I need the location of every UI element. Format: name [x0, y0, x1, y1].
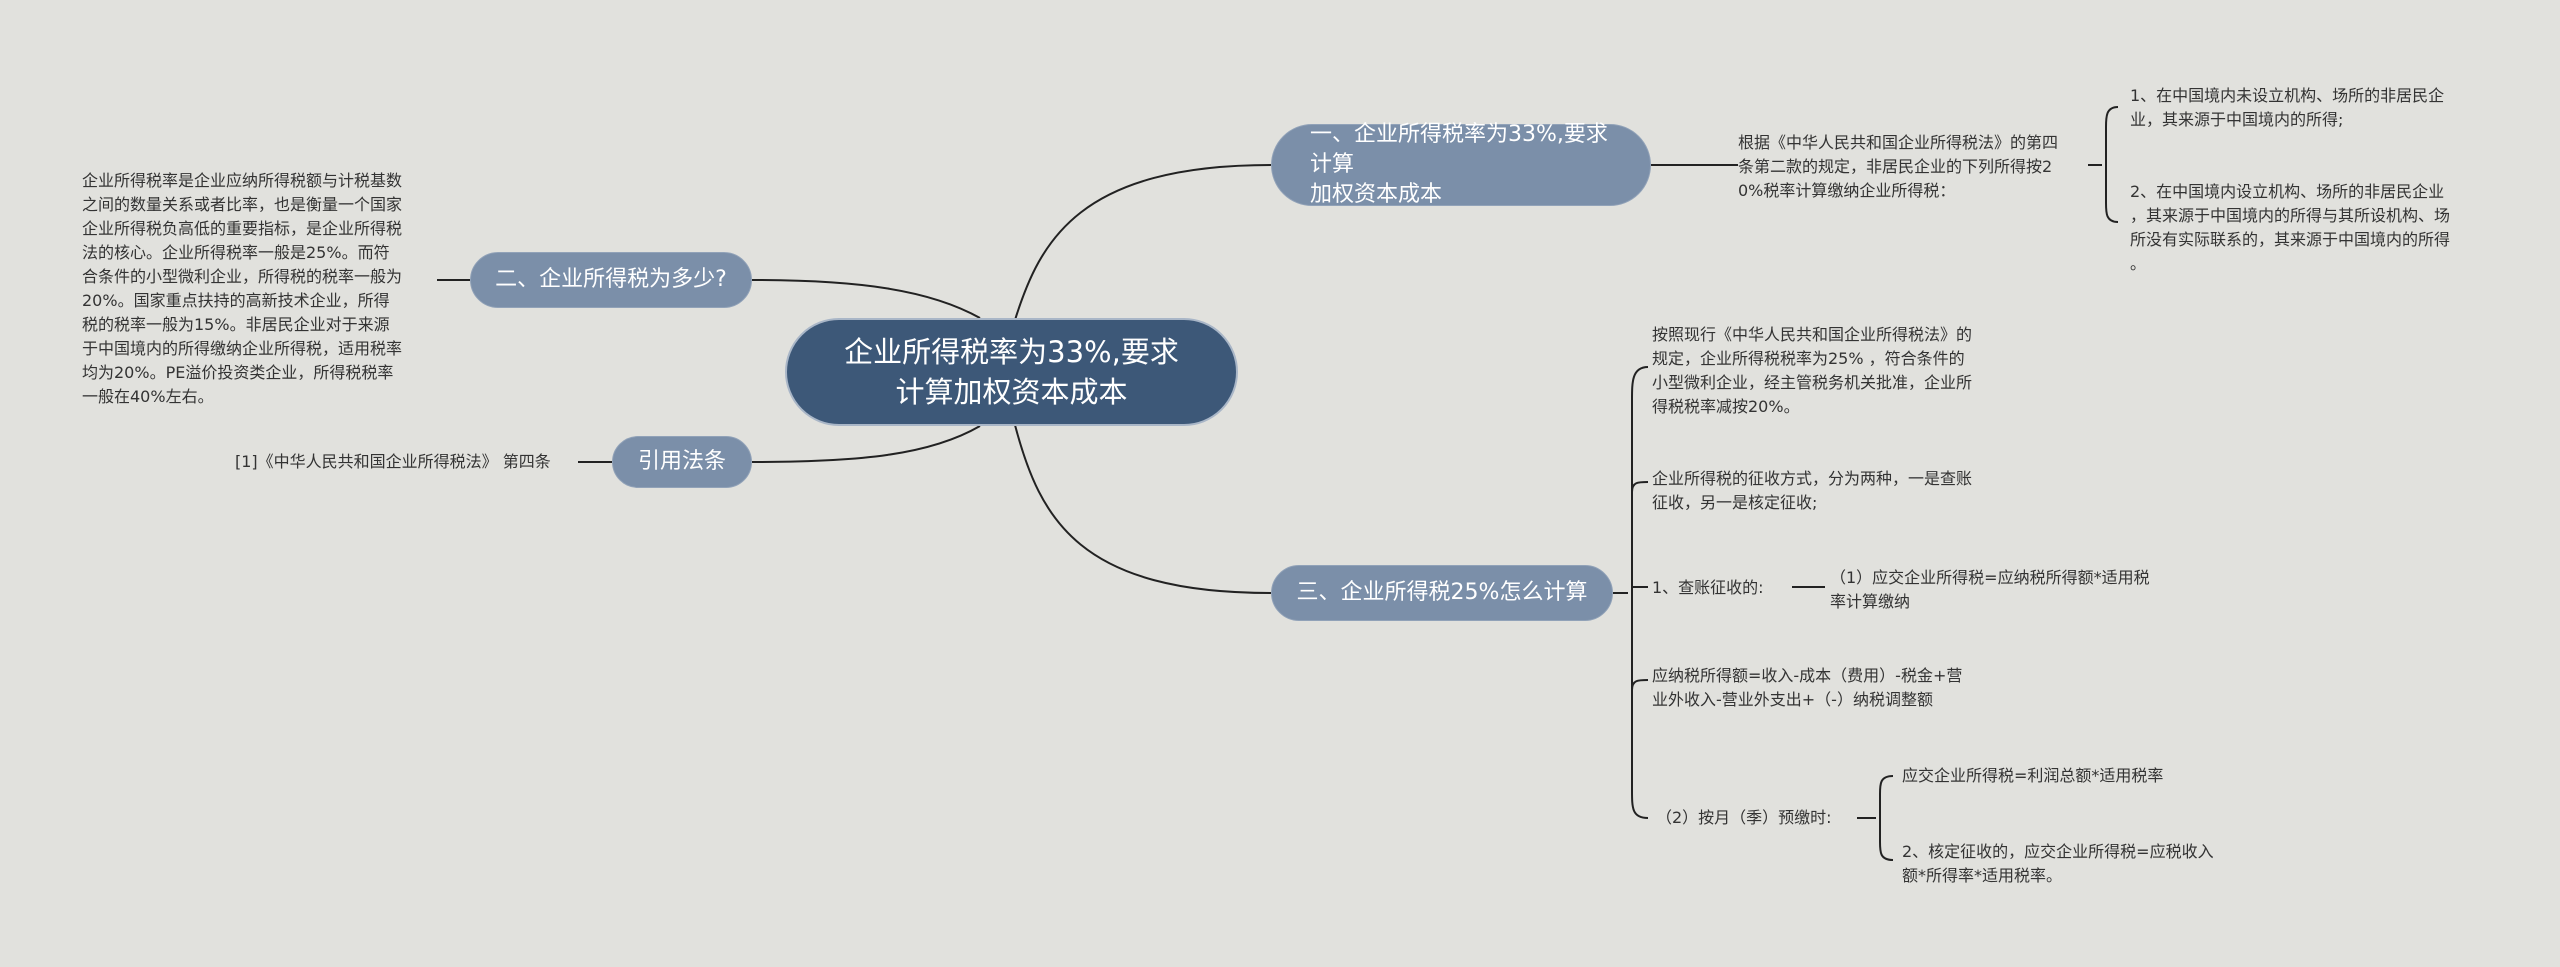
topic-label: 引用法条 — [637, 449, 726, 474]
leaf-t1-basis: 根据《中华人民共和国企业所得税法》的第四 条第二款的规定，非居民企业的下列所得按… — [1738, 133, 2059, 200]
leaf-t3-ref: [1]《中华人民共和国企业所得税法》 第四条 — [235, 452, 551, 471]
leaf-t4-prepayment: （2）按月（季）预缴时: — [1656, 808, 1832, 827]
edge-root-t3 — [751, 425, 981, 463]
leaf-t4-law-rate: 按照现行《中华人民共和国企业所得税法》的 规定，企业所得税税率为25% ，符合条… — [1652, 325, 1973, 416]
leaf-t1-item2: 2、在中国境内设立机构、场所的非居民企业 ，其来源于中国境内的所得与其所设机构、… — [2130, 182, 2451, 273]
leaf-t4-audit-collection: 1、查账征收的: — [1652, 578, 1764, 597]
leaf-t4-audit-formula: （1）应交企业所得税=应纳税所得额*适用税 率计算缴纳 — [1830, 568, 2150, 611]
leaf-t2-desc: 企业所得税率是企业应纳所得税额与计税基数 之间的数量关系或者比率，也是衡量一个国… — [82, 171, 403, 406]
leaf-t4-collection-methods: 企业所得税的征收方式，分为两种，一是查账 征收，另一是核定征收; — [1652, 469, 1973, 512]
leaf-t1-item1: 1、在中国境内未设立机构、场所的非居民企 业，其来源于中国境内的所得; — [2130, 86, 2445, 129]
edge-root-t1 — [1014, 164, 1272, 321]
leaf-t4-taxable-income: 应纳税所得额=收入-成本（费用）-税金+营 业外收入-营业外支出+（-）纳税调整… — [1652, 666, 1963, 709]
edge-root-t2 — [751, 279, 981, 319]
topic-tax-rate-33[interactable]: 一、企业所得税率为33%,要求计算 加权资本成本 — [1271, 122, 1651, 207]
leaf-t4-assessed-collection: 2、核定征收的，应交企业所得税=应税收入 额*所得率*适用税率。 — [1902, 842, 2214, 885]
edge-t4-d — [1631, 679, 1649, 691]
topic-tax-amount[interactable]: 二、企业所得税为多少? — [470, 252, 752, 308]
topic-cited-law[interactable]: 引用法条 — [612, 436, 752, 488]
topic-label: 一、企业所得税率为33%,要求计算 加权资本成本 — [1310, 122, 1608, 207]
bracket-t1-items — [2105, 106, 2119, 223]
topic-label: 二、企业所得税为多少? — [495, 267, 727, 292]
bracket-t4 — [1631, 366, 1649, 819]
topic-label: 三、企业所得税25%怎么计算 — [1296, 580, 1588, 605]
bracket-e-children — [1879, 775, 1894, 861]
root-node[interactable]: 企业所得税率为33%,要求 计算加权资本成本 — [785, 318, 1238, 426]
topic-25-percent-calc[interactable]: 三、企业所得税25%怎么计算 — [1271, 565, 1613, 621]
edge-root-t4 — [1014, 424, 1272, 594]
edge-t4-b — [1631, 481, 1649, 493]
root-title: 企业所得税率为33%,要求 计算加权资本成本 — [844, 335, 1179, 409]
leaf-t4-prepay-formula: 应交企业所得税=利润总额*适用税率 — [1902, 766, 2164, 785]
